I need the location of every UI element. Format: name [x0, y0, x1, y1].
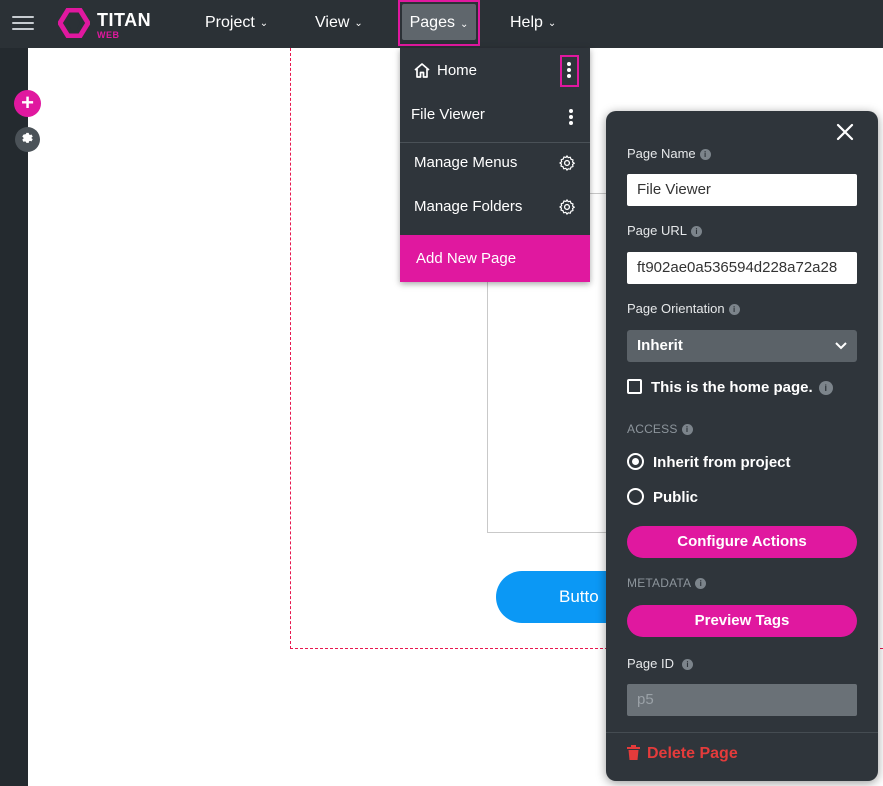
manage-folders-item[interactable]: Manage Folders [400, 188, 590, 232]
manage-folders-label: Manage Folders [414, 198, 523, 215]
preview-tags-button[interactable]: Preview Tags [627, 605, 857, 637]
nav-view-label: View [315, 14, 350, 31]
menu-divider [400, 142, 590, 143]
page-id-label-text: Page ID [627, 656, 674, 671]
more-vertical-icon[interactable] [566, 107, 576, 127]
add-new-page-button[interactable]: Add New Page [400, 235, 590, 282]
titan-web-logo: TITAN WEB [58, 6, 152, 40]
settings-gear-button[interactable] [15, 127, 40, 152]
info-icon[interactable]: i [681, 659, 693, 670]
nav-project[interactable]: Project ⌄ [205, 0, 268, 48]
info-icon[interactable]: i [818, 381, 833, 395]
page-item-file-viewer[interactable]: File Viewer [400, 94, 590, 140]
page-url-input[interactable]: ft902ae0a536594d228a72a28 [627, 252, 857, 284]
chevron-down-icon: ⌄ [259, 18, 269, 29]
info-icon[interactable]: i [695, 578, 707, 589]
hamburger-menu-icon[interactable] [12, 12, 34, 34]
page-id-field: p5 [627, 684, 857, 716]
page-options-button[interactable] [560, 55, 579, 87]
left-toolbar [0, 48, 28, 786]
nav-project-label: Project [205, 14, 255, 31]
titan-logo-mark-icon [58, 8, 90, 38]
chevron-down-icon: ⌄ [547, 18, 557, 29]
page-item-label: Home [437, 62, 478, 79]
page-id-label: Page ID i [627, 656, 693, 671]
access-option-label: Inherit from project [653, 454, 791, 471]
page-orientation-value: Inherit [637, 337, 683, 354]
info-icon[interactable]: i [690, 226, 702, 237]
configure-actions-button[interactable]: Configure Actions [627, 526, 857, 558]
radio-selected[interactable] [627, 453, 644, 470]
chevron-down-icon: ⌄ [354, 18, 363, 29]
nav-pages-label: Pages [409, 14, 455, 31]
page-url-label-text: Page URL [627, 223, 687, 238]
trash-icon [627, 745, 640, 760]
access-option-inherit[interactable]: Inherit from project [627, 453, 791, 471]
pages-dropdown-menu: Home File Viewer Manage Menus Manage Fol… [400, 48, 590, 282]
add-component-button[interactable]: + [14, 90, 41, 117]
access-option-label: Public [653, 489, 699, 506]
access-section-label: ACCESS [627, 422, 678, 436]
page-item-label: File Viewer [411, 106, 485, 123]
page-orientation-label-text: Page Orientation [627, 301, 725, 316]
page-canvas[interactable] [290, 48, 883, 649]
page-name-input[interactable]: File Viewer [627, 174, 857, 206]
home-page-checkbox[interactable] [627, 379, 642, 394]
home-page-checkbox-row[interactable]: This is the home page. i [627, 379, 833, 396]
metadata-section-label: METADATA [627, 576, 692, 590]
home-icon [414, 63, 430, 78]
top-bar: TITAN WEB Project ⌄ View ⌄ Pages ⌄ Help ⌄ [0, 0, 883, 48]
nav-help-label: Help [510, 14, 543, 31]
panel-divider [606, 732, 878, 733]
gear-icon [22, 132, 33, 143]
delete-page-label: Delete Page [647, 745, 738, 762]
logo-title: TITAN [97, 10, 152, 30]
info-icon[interactable]: i [728, 304, 740, 315]
logo-subtitle: WEB [97, 30, 120, 40]
delete-page-button[interactable]: Delete Page [627, 745, 738, 763]
page-item-home[interactable]: Home [400, 48, 590, 94]
page-name-label-text: Page Name [627, 146, 696, 161]
canvas-button[interactable]: Butto [496, 571, 626, 623]
more-vertical-icon [564, 60, 574, 80]
manage-menus-label: Manage Menus [414, 154, 518, 171]
info-icon[interactable]: i [681, 424, 693, 435]
page-orientation-select[interactable]: Inherit [627, 330, 857, 362]
nav-help[interactable]: Help ⌄ [510, 0, 556, 48]
gear-icon [559, 199, 575, 215]
gear-icon [559, 155, 575, 171]
manage-menus-item[interactable]: Manage Menus [400, 144, 590, 188]
nav-pages[interactable]: Pages ⌄ [398, 0, 480, 46]
info-icon[interactable]: i [699, 149, 711, 160]
chevron-down-icon [835, 330, 847, 362]
nav-view[interactable]: View ⌄ [315, 0, 363, 48]
chevron-down-icon: ⌄ [459, 19, 469, 30]
radio-unselected[interactable] [627, 488, 644, 505]
close-icon[interactable] [835, 122, 855, 142]
home-page-checkbox-label: This is the home page. [651, 379, 813, 396]
access-option-public[interactable]: Public [627, 488, 698, 506]
